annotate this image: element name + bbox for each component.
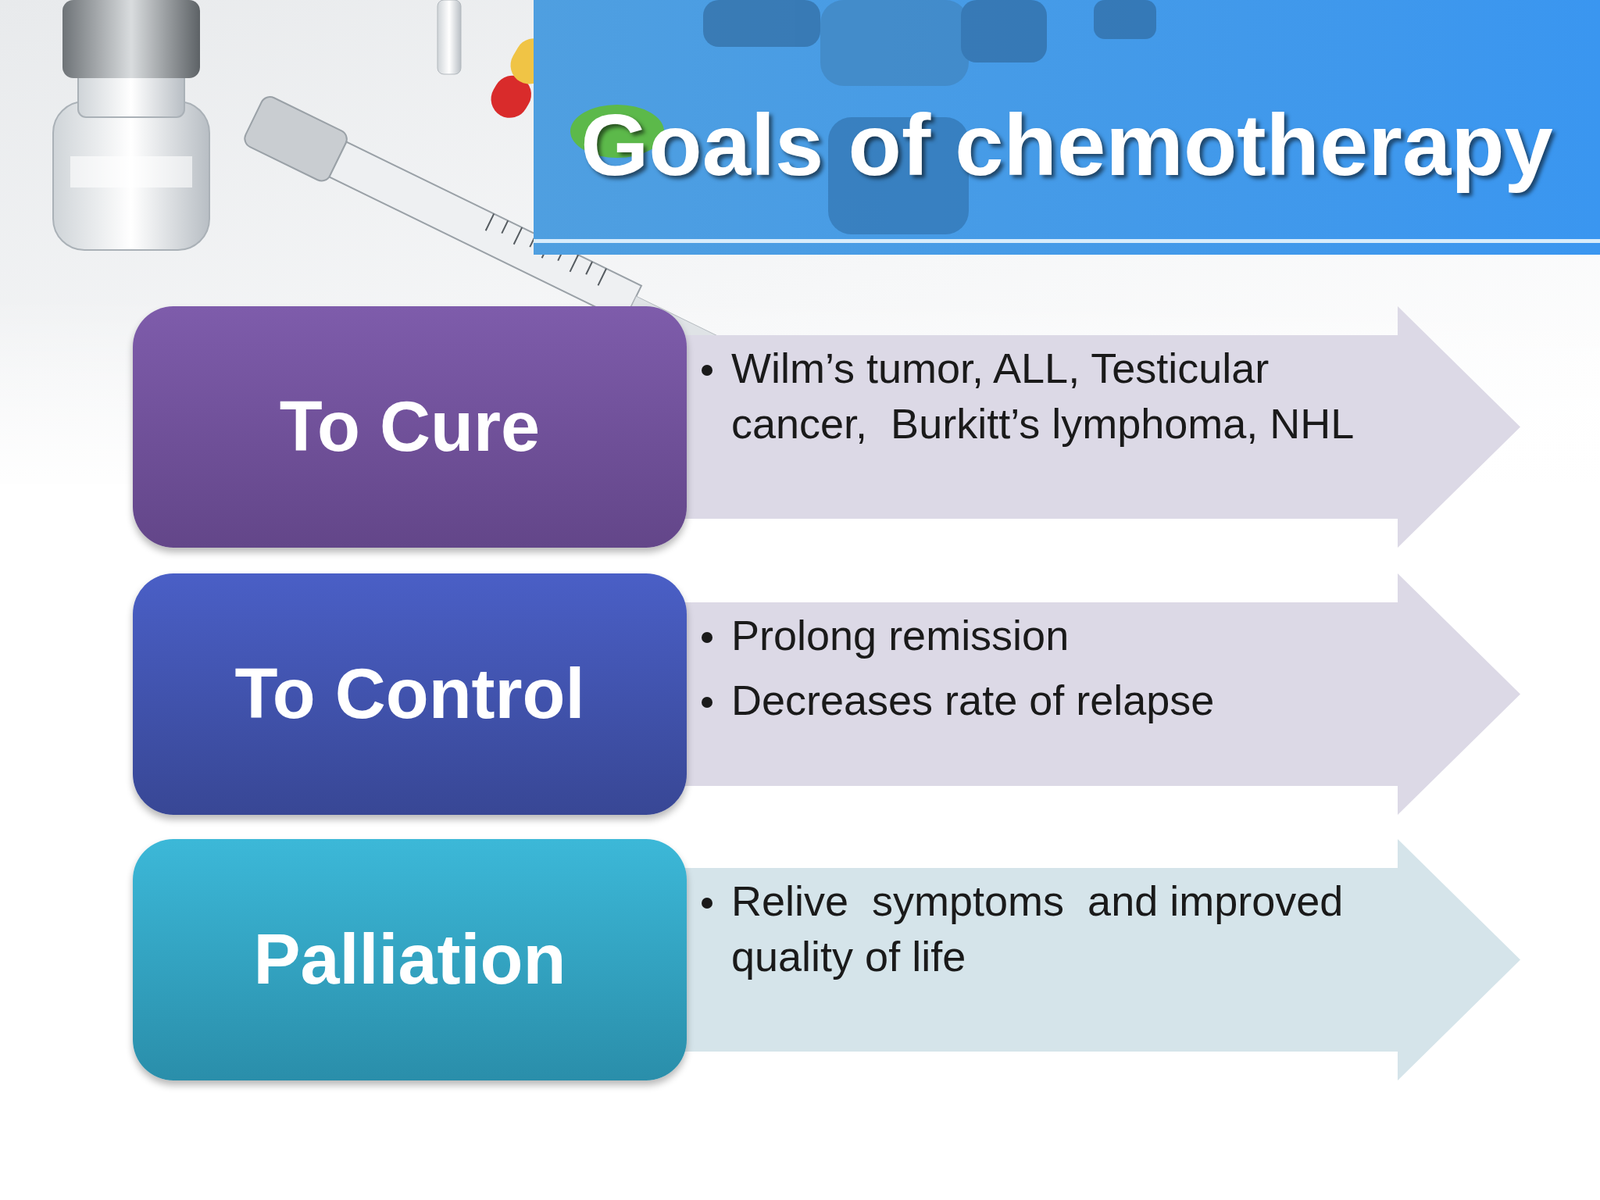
bullet-text: Decreases rate of relapse [731, 672, 1379, 729]
arrow-fill [640, 573, 1521, 815]
goal-box: To Control [132, 573, 687, 815]
goal-label: Palliation [237, 919, 582, 1001]
slide-title: Goals of chemotherapy [533, 85, 1600, 204]
header-rule [533, 239, 1600, 243]
arrow-fill [640, 306, 1521, 548]
bullet-dot [701, 632, 713, 643]
bullet-text: Wilm’s tumor, ALL, Testicular cancer, Bu… [731, 340, 1379, 453]
vial [53, 0, 210, 250]
bullet-dot [701, 364, 713, 376]
goal-label: To Cure [264, 386, 556, 468]
bullet-text: Prolong remission [731, 607, 1379, 664]
goal-label: To Control [218, 653, 600, 736]
bullet-text: Relive symptoms and improved quality of … [731, 873, 1379, 986]
arrow-fill [640, 839, 1521, 1081]
goal-box: To Cure [132, 306, 687, 548]
detail-arrow: Wilm’s tumor, ALL, Testicular cancer, Bu… [640, 306, 1521, 548]
detail-arrow: Prolong remissionDecreases rate of relap… [640, 573, 1521, 815]
detail-arrow: Relive symptoms and improved quality of … [640, 839, 1521, 1081]
goal-box: Palliation [132, 839, 687, 1081]
bullet-dot [701, 897, 713, 909]
header-band [533, 0, 1600, 255]
ampoule [437, 0, 461, 75]
